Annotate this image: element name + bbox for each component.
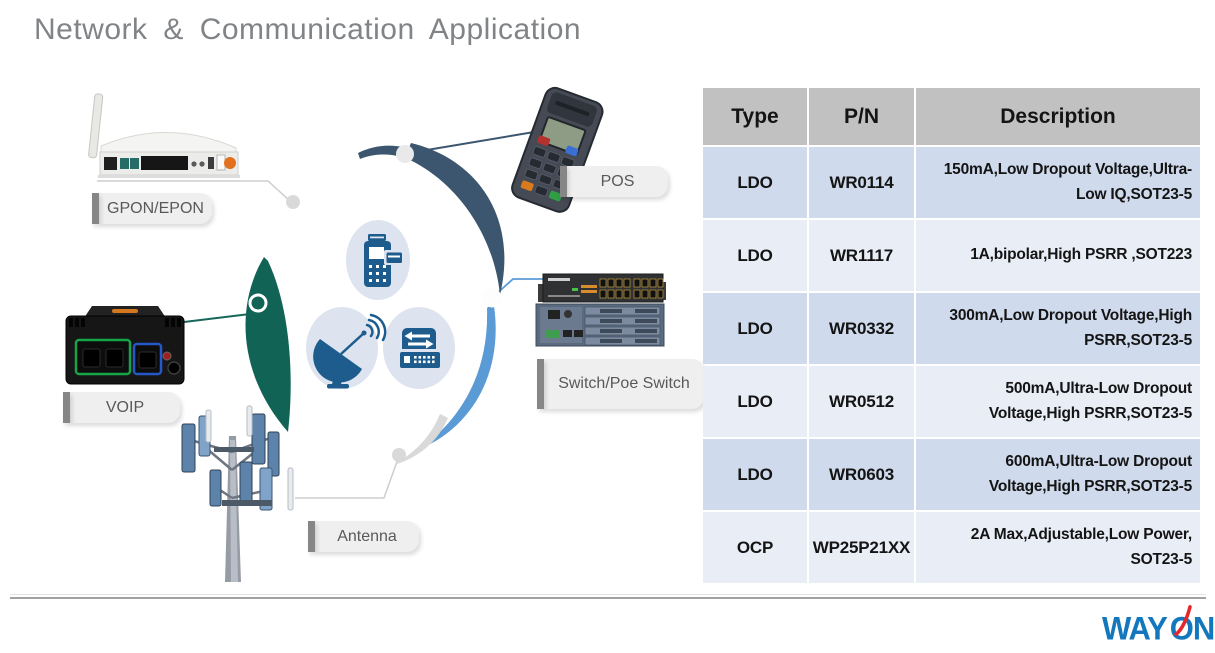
- ring-arc-dark: [408, 143, 505, 295]
- ring-arc-blue: [420, 305, 496, 449]
- ring-arc-gray: [394, 414, 448, 465]
- footer-divider: [10, 594, 1206, 599]
- column-header-description: Description: [916, 88, 1200, 145]
- cell-description: 1A,bipolar,High PSRR ,SOT223: [916, 220, 1200, 291]
- cell-description: 500mA,Ultra-Low Dropout Voltage,High PSR…: [916, 366, 1200, 437]
- column-header-type: Type: [703, 88, 807, 145]
- connector-dot-gpon: [286, 195, 300, 209]
- network-switch-icon: [400, 328, 440, 368]
- label-antenna: Antenna: [308, 521, 419, 552]
- cell-pn: WR0114: [809, 147, 914, 218]
- cell-type: LDO: [703, 220, 807, 291]
- cell-pn: WR0512: [809, 366, 914, 437]
- wayon-logo: WAY O N: [1102, 605, 1215, 648]
- cell-pn: WR0603: [809, 439, 914, 510]
- logo-swoosh-icon: [1174, 605, 1192, 636]
- connector-line-voip: [183, 313, 251, 323]
- logo-text-n: N: [1192, 610, 1215, 647]
- parts-table: Type P/N Description LDO WR0114 150mA,Lo…: [703, 88, 1200, 583]
- gpon-router-image: [88, 93, 240, 178]
- connection-ring: [245, 143, 505, 465]
- switch-devices-image: [535, 273, 666, 347]
- label-switch-poe-text: Switch/Poe Switch: [558, 375, 690, 393]
- cell-type: LDO: [703, 147, 807, 218]
- label-pos: POS: [560, 166, 668, 197]
- cell-description: 2A Max,Adjustable,Low Power, SOT23-5: [916, 512, 1200, 583]
- cell-description: 600mA,Ultra-Low Dropout Voltage,High PSR…: [916, 439, 1200, 510]
- ring-node-left: [248, 293, 268, 313]
- center-icon-circles: [306, 220, 455, 389]
- label-voip-text: VOIP: [105, 398, 145, 416]
- label-switch-poe: Switch/Poe Switch: [537, 359, 704, 409]
- column-header-pn: P/N: [809, 88, 914, 145]
- label-pos-text: POS: [600, 172, 635, 190]
- satellite-dish-icon: [313, 313, 387, 389]
- connector-lines: [97, 130, 551, 499]
- cell-description: 300mA,Low Dropout Voltage,High PSRR,SOT2…: [916, 293, 1200, 364]
- label-antenna-text: Antenna: [337, 527, 397, 545]
- cell-pn: WR0332: [809, 293, 914, 364]
- cell-type: OCP: [703, 512, 807, 583]
- label-gpon-epon-text: GPON/EPON: [107, 199, 204, 217]
- pos-terminal-image: [511, 86, 604, 213]
- antenna-tower-image: [181, 405, 294, 582]
- ring-arc-dark-stub: [358, 145, 402, 159]
- connector-line-antenna: [295, 455, 400, 499]
- ring-node-right: [482, 288, 502, 308]
- logo-letter-o-wrap: O: [1170, 605, 1194, 648]
- cell-type: LDO: [703, 366, 807, 437]
- ring-arc-teal: [245, 257, 291, 432]
- label-voip: VOIP: [63, 392, 180, 423]
- connector-dot-antenna: [392, 448, 406, 462]
- logo-text-way: WAY: [1102, 610, 1168, 647]
- cell-type: LDO: [703, 293, 807, 364]
- cell-pn: WR1117: [809, 220, 914, 291]
- ring-node-top: [396, 145, 414, 163]
- pos-terminal-icon: [364, 234, 404, 287]
- cell-pn: WP25P21XX: [809, 512, 914, 583]
- label-gpon-epon: GPON/EPON: [92, 193, 212, 224]
- cell-type: LDO: [703, 439, 807, 510]
- page-title: Network & Communication Application: [34, 13, 582, 46]
- voip-device-image: [65, 306, 185, 385]
- connector-line-gpon: [97, 180, 291, 202]
- cell-description: 150mA,Low Dropout Voltage,Ultra-Low IQ,S…: [916, 147, 1200, 218]
